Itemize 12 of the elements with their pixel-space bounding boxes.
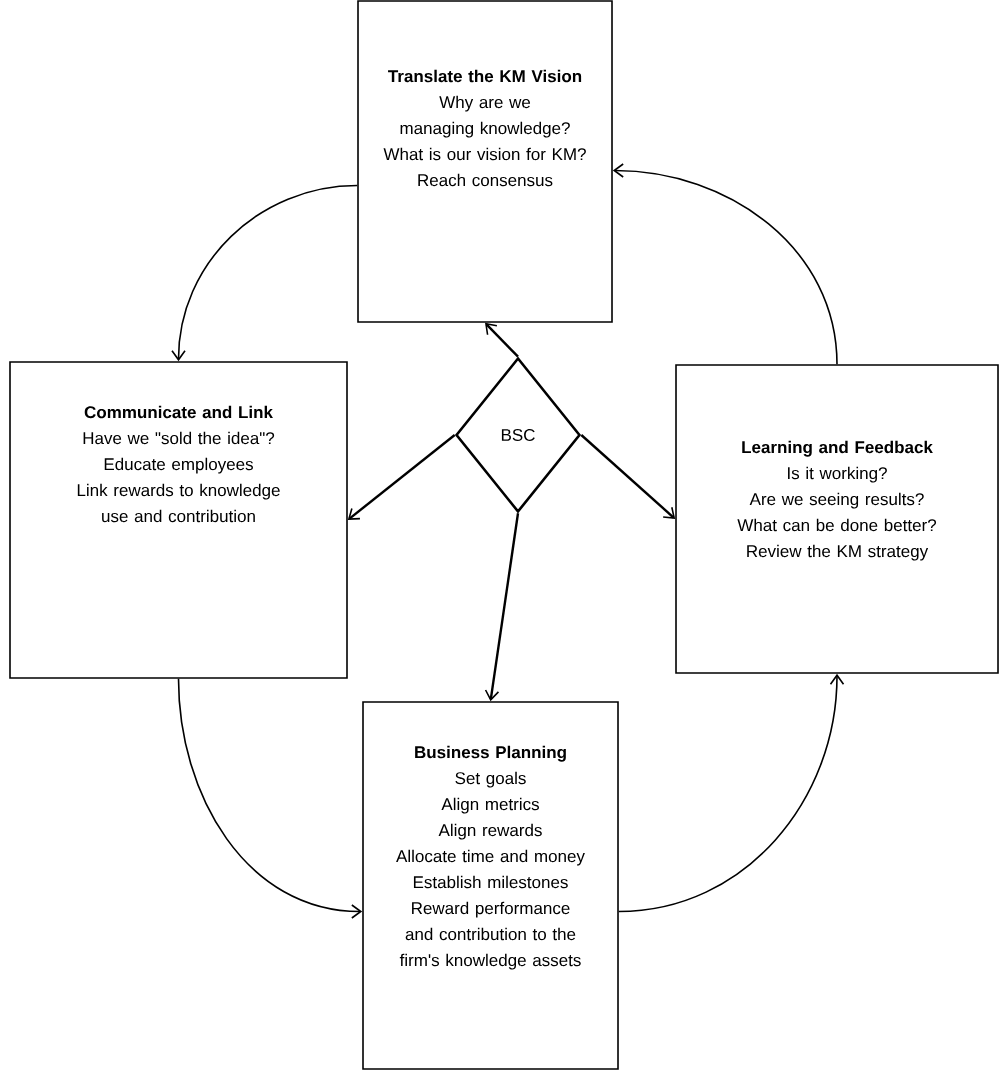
process-box: Business Planning Set goals Align metrics Align rewards Allocate time and money Establish milestones Reward performance and contribution to the firm's knowledge assets: [362, 701, 619, 1070]
arrow: [347, 434, 456, 520]
curved-arrow: [618, 673, 845, 913]
arrow: [484, 513, 520, 702]
process-box: Translate the KM Vision Why are we managing knowledge? What is our vision for KM? Reach consensus: [357, 0, 613, 323]
process-box: Communicate and Link Have we "sold the idea"? Educate employees Link rewards to knowledge use and contribution: [9, 361, 348, 679]
curved-arrow: [171, 184, 358, 362]
arrow: [580, 434, 676, 519]
arrow: [485, 322, 519, 358]
process-box: Learning and Feedback Is it working? Are we seeing results? What can be done better? Review the KM strategy: [675, 364, 999, 674]
curved-arrow: [177, 678, 363, 919]
curved-arrow: [612, 163, 838, 365]
